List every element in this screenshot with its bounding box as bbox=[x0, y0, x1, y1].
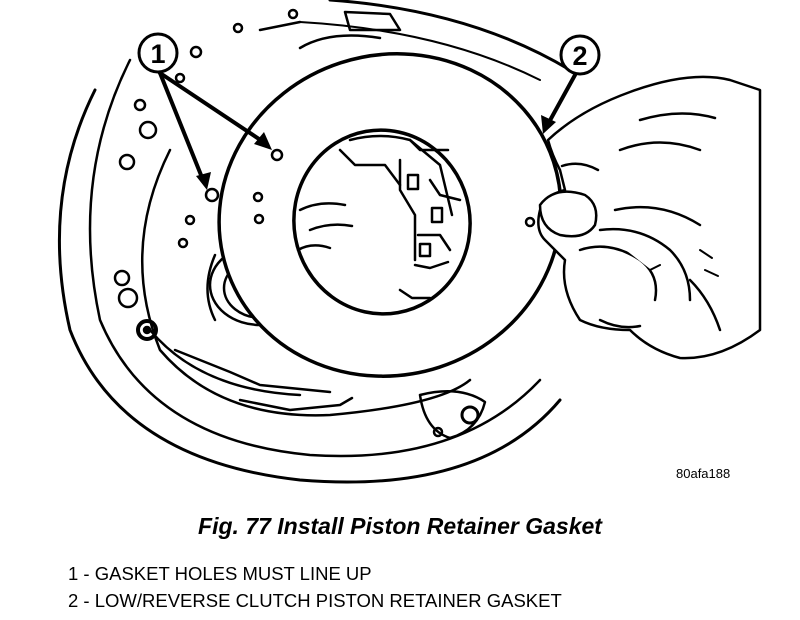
gasket-installation-illustration: 1 2 bbox=[57, 0, 762, 484]
figure-caption: Fig. 77 Install Piston Retainer Gasket bbox=[198, 513, 602, 539]
callout-2: 2 bbox=[541, 34, 601, 134]
legend-item: 1 - GASKET HOLES MUST LINE UP bbox=[68, 563, 372, 584]
case-outer-rings bbox=[57, 0, 572, 484]
callout-1: 1 bbox=[137, 32, 272, 190]
callout-2-number: 2 bbox=[572, 41, 587, 71]
gasket-holes bbox=[204, 148, 536, 228]
clutch-drum bbox=[296, 134, 462, 300]
retainer-plate bbox=[141, 10, 487, 440]
callout-1-number: 1 bbox=[150, 39, 165, 69]
legend-item: 2 - LOW/REVERSE CLUTCH PISTON RETAINER G… bbox=[68, 590, 562, 611]
legend: 1 - GASKET HOLES MUST LINE UP 2 - LOW/RE… bbox=[68, 560, 562, 614]
plate-bolt-holes bbox=[113, 8, 480, 438]
figure-reference-code: 80afa188 bbox=[676, 466, 731, 481]
hand bbox=[537, 75, 762, 360]
